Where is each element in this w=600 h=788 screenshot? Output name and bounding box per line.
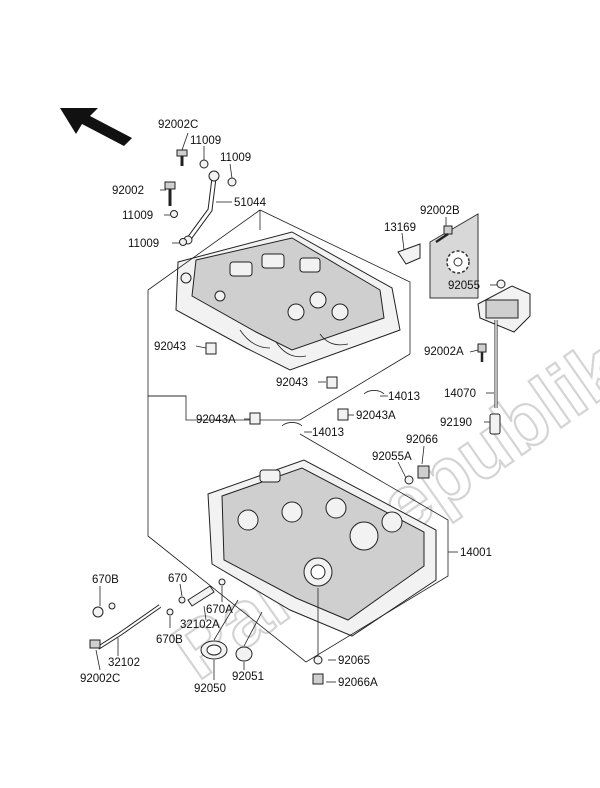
oil-pipe-32102 [92,604,162,650]
plug-92066 [417,465,430,479]
bearing-14013-right [363,390,385,395]
washer-92055A [404,475,414,485]
leader-lines [95,132,497,683]
label-51044: 51044 [234,197,267,209]
label-670B-top: 670B [92,574,119,586]
oring-670 [178,596,186,604]
label-92043A-left: 92043A [196,414,236,426]
label-92050: 92050 [194,683,226,695]
label-92002B: 92002B [420,205,460,217]
plug-92055 [496,279,506,289]
label-32102: 32102 [108,657,140,669]
plug-92066A [312,673,324,685]
label-92002A: 92002A [424,346,464,358]
bolt-92002C-bottom [89,639,101,649]
washer-92065 [313,655,323,665]
bolt-92002B [435,225,453,244]
dowel-92043A-right [337,408,349,421]
label-92051: 92051 [232,671,264,683]
label-92002C-bottom: 92002C [80,673,120,685]
label-92190: 92190 [440,417,472,429]
part-labels: 92002C 11009 11009 92002 51044 11009 110… [80,119,492,695]
oil-hose [183,170,220,245]
label-11009-d: 11009 [128,238,159,250]
label-92066A: 92066A [338,677,378,689]
pipe-32102A [187,585,215,607]
label-92066: 92066 [406,434,438,446]
label-92002C-top: 92002C [158,119,198,131]
washer-11009-c [170,210,178,218]
label-14070: 14070 [444,388,476,400]
lower-frame [147,396,449,663]
label-92055A: 92055A [372,451,412,463]
oil-seal-92050 [200,640,228,660]
bolt-92002C-top [176,149,188,166]
label-14013-mid: 14013 [312,427,344,439]
washer-11009-d [179,238,187,246]
label-13169: 13169 [384,222,416,234]
front-direction-arrow-icon [60,108,132,146]
lower-crankcase [207,459,437,637]
upper-crankcase [175,231,401,371]
washer-11009-b [227,177,237,187]
oring-670B-top [108,602,116,610]
label-670: 670 [168,573,187,585]
label-92043-mid: 92043 [276,377,308,389]
dowel-92043A-left [249,412,261,425]
label-14013-right: 14013 [388,391,420,403]
label-92043A-right: 92043A [356,410,396,422]
breather-cover [477,285,531,435]
label-92065: 92065 [338,655,370,667]
label-92055: 92055 [448,280,480,292]
label-92002-left: 92002 [112,185,144,197]
bearing-14013-mid [281,422,303,427]
label-11009-c: 11009 [122,210,153,222]
bolt-92002A [477,343,487,362]
label-92043-left: 92043 [154,341,186,353]
seal-92051 [235,646,253,662]
engine-symbol-icon [429,213,479,299]
washer-11009-a [199,159,209,169]
label-670A: 670A [206,604,233,616]
dowel-92043-left [205,342,217,355]
label-32102A: 32102A [180,619,220,631]
oring-670B-bottom [166,608,174,616]
oring-670A [218,578,226,586]
dowel-92043-mid [326,376,338,389]
bolt-92002-left [164,181,176,206]
label-11009-b: 11009 [220,152,251,164]
label-11009-a: 11009 [190,135,221,147]
bracket-13169 [397,243,421,265]
label-670B-bottom: 670B [156,634,183,646]
label-14001: 14001 [460,547,492,559]
